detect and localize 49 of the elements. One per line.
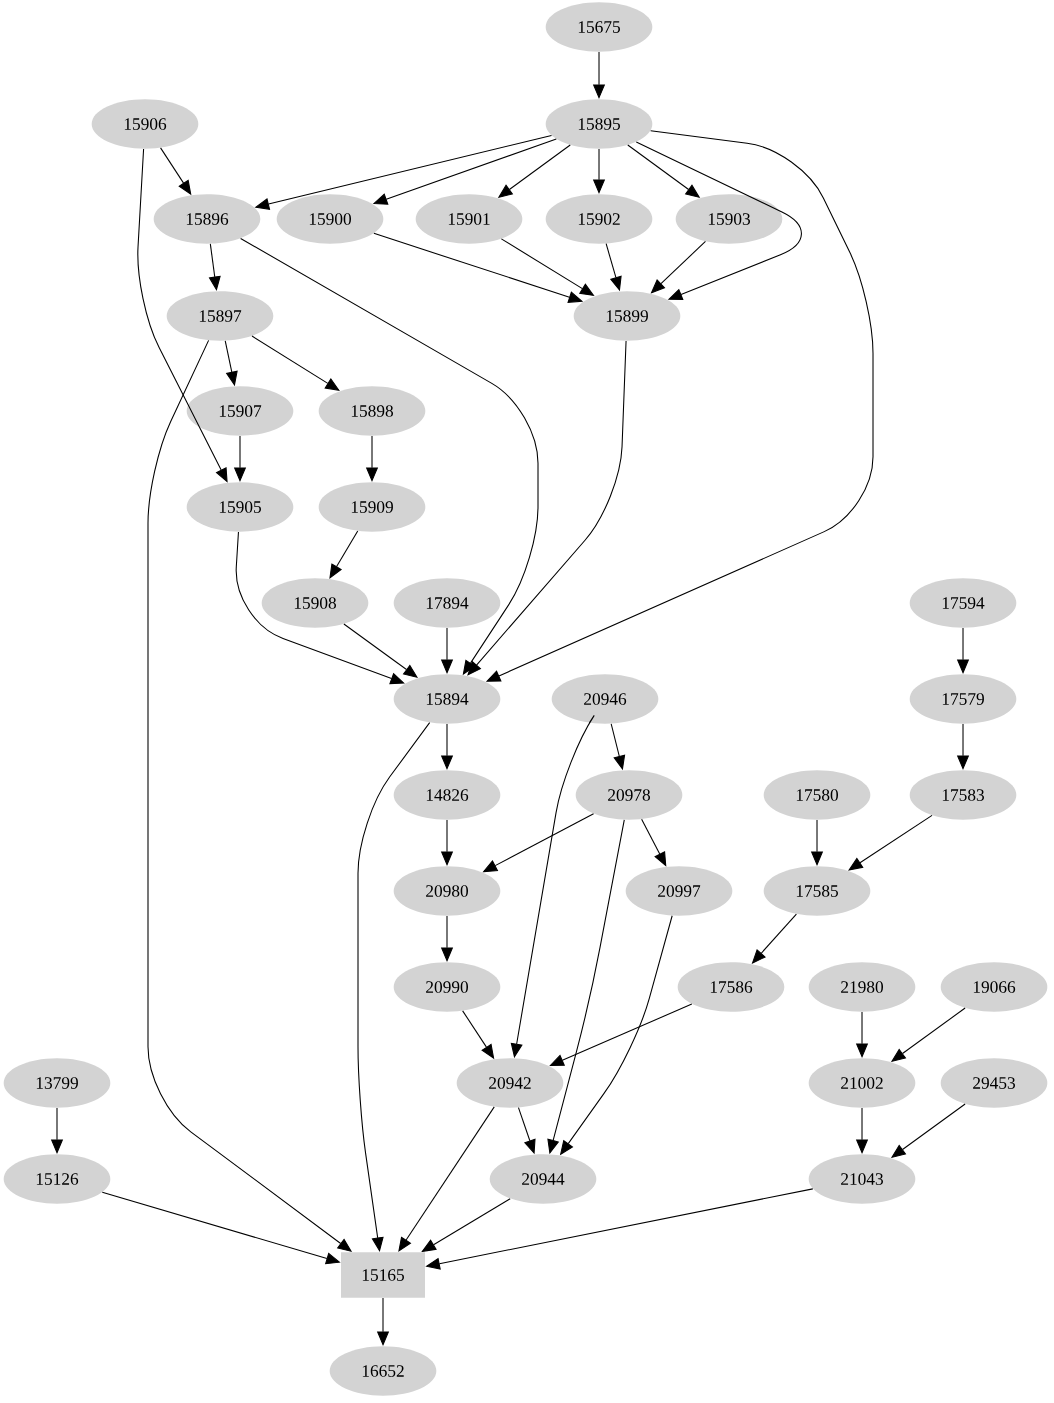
arrow — [467, 340, 627, 676]
ellipse-node: 19066 — [940, 962, 1048, 1012]
ellipse-node: 15895 — [545, 99, 653, 149]
ellipse-node: 17585 — [763, 866, 871, 916]
ellipse-node: 15894 — [393, 674, 501, 724]
ellipse-node: 17586 — [677, 962, 785, 1012]
ellipse-node: 14826 — [393, 770, 501, 820]
ellipse-node: 15905 — [186, 482, 294, 532]
ellipse-node: 15897 — [166, 291, 274, 341]
ellipse-node: 17580 — [763, 770, 871, 820]
ellipse-node: 17894 — [393, 578, 501, 628]
arrow — [137, 148, 228, 483]
ellipse-node: 15675 — [545, 2, 653, 52]
ellipse-node: 20944 — [489, 1154, 597, 1204]
ellipse-node: 13799 — [3, 1058, 111, 1108]
ellipse-node: 15908 — [261, 578, 369, 628]
ellipse-node: 20942 — [456, 1058, 564, 1108]
arrow — [549, 1003, 693, 1066]
ellipse-node: 21980 — [808, 962, 916, 1012]
arrow — [235, 531, 405, 685]
arrow — [848, 814, 933, 871]
arrow — [635, 141, 802, 301]
ellipse-node: 21043 — [808, 1154, 916, 1204]
ellipse-node: 15906 — [91, 99, 199, 149]
arrow — [329, 530, 359, 579]
ellipse-node: 15907 — [186, 386, 294, 436]
ellipse-node: 20980 — [393, 866, 501, 916]
ellipse-node: 15903 — [675, 194, 783, 244]
ellipse-node: 16652 — [329, 1346, 437, 1396]
ellipse-node: 17583 — [909, 770, 1017, 820]
ellipse-node: 15896 — [153, 194, 261, 244]
ellipse-node: 15909 — [318, 482, 426, 532]
ellipse-node: 29453 — [940, 1058, 1048, 1108]
arrow — [641, 818, 667, 867]
ellipse-node: 15900 — [276, 194, 384, 244]
ellipse-node: 15902 — [545, 194, 653, 244]
ellipse-node: 15899 — [573, 291, 681, 341]
ellipse-node: 15898 — [318, 386, 426, 436]
ellipse-node: 20990 — [393, 962, 501, 1012]
ellipse-node: 15901 — [415, 194, 523, 244]
ellipse-node: 20946 — [551, 674, 659, 724]
ellipse-node: 20978 — [575, 770, 683, 820]
ellipse-node: 15126 — [3, 1154, 111, 1204]
ellipse-node: 17579 — [909, 674, 1017, 724]
ellipse-node: 21002 — [808, 1058, 916, 1108]
ellipse-node: 20997 — [625, 866, 733, 916]
box-node: 15165 — [341, 1252, 425, 1298]
ellipse-node: 17594 — [909, 578, 1017, 628]
arrow — [251, 335, 340, 391]
